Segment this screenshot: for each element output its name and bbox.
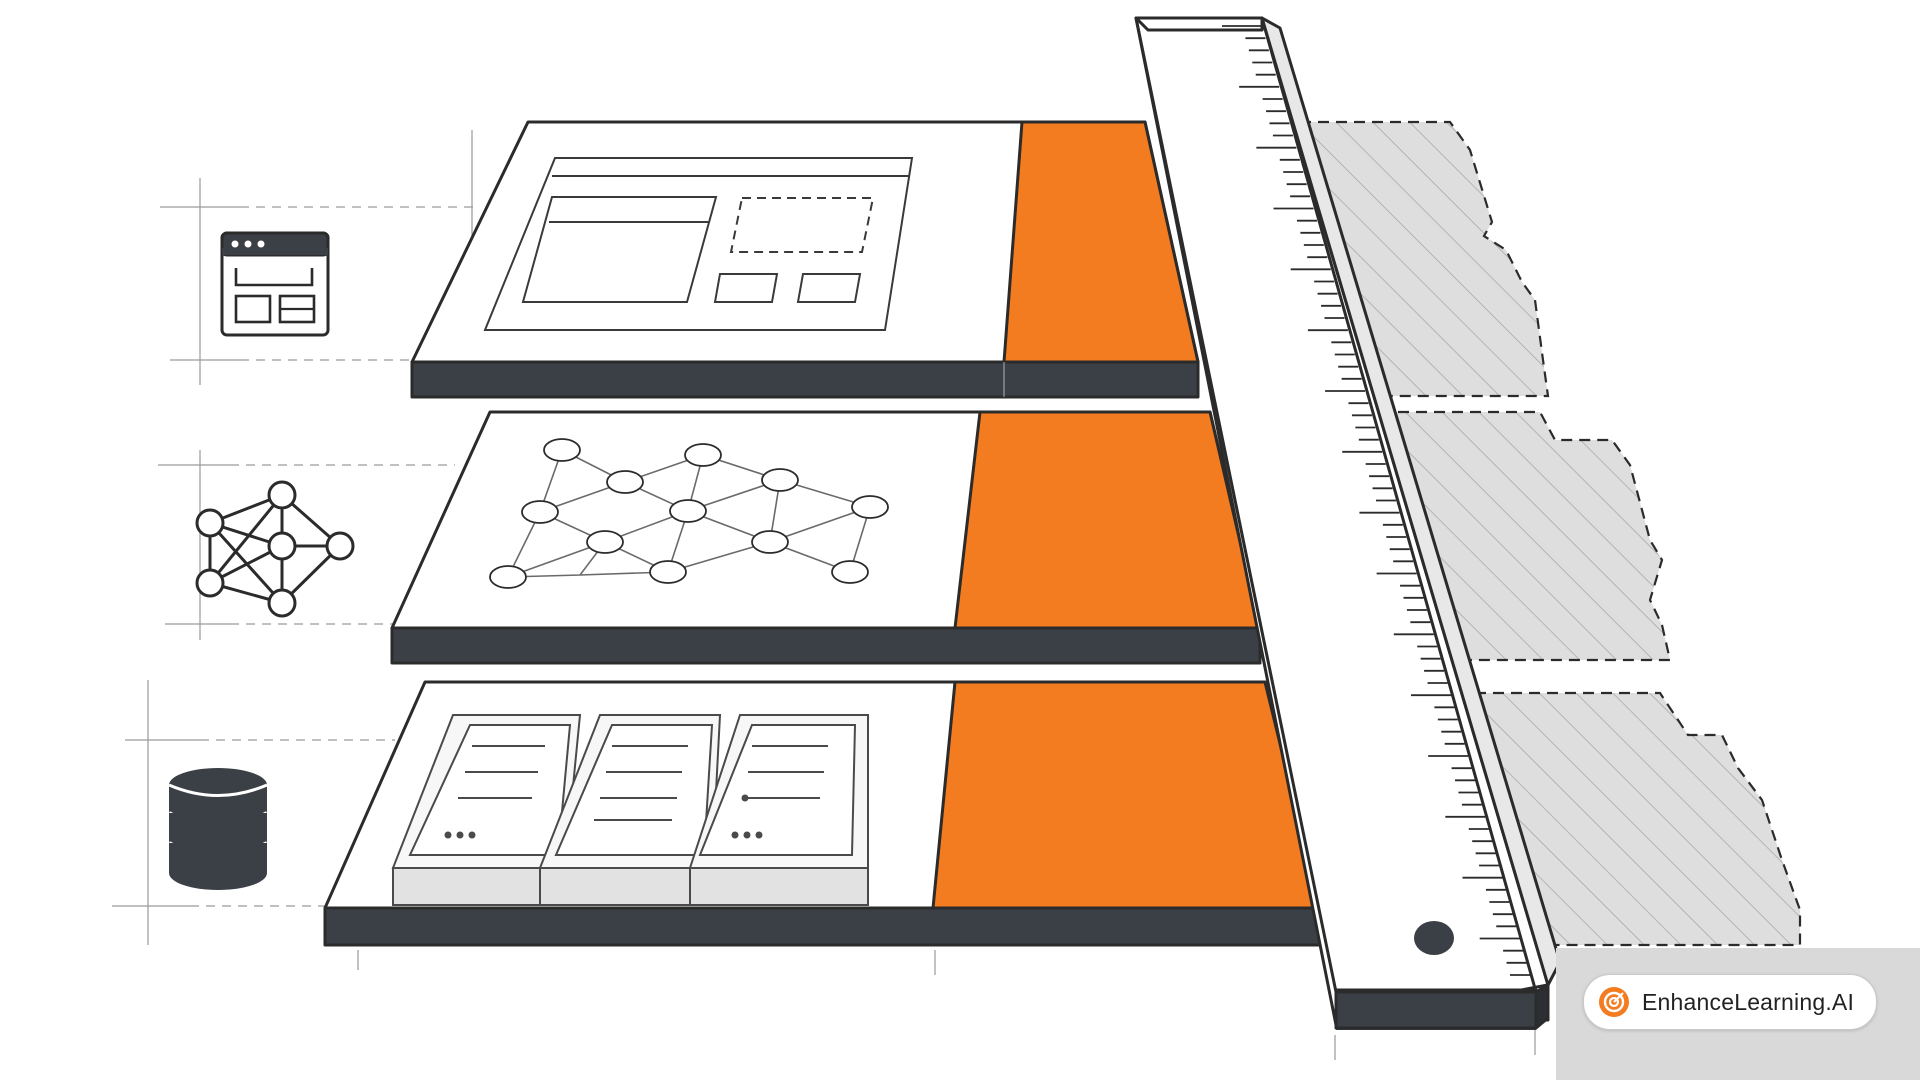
network-graph-icon [195,480,355,618]
interface-layer-slab [410,120,1200,399]
ruler-ticks [1222,25,1530,976]
server-rack-illustration [391,714,869,906]
browser-wireframe-illustration [483,157,914,331]
neural-network-illustration [489,438,889,589]
brand-name: EnhanceLearning.AI [1642,988,1855,1015]
projected-shadow-slabs [1298,120,1802,947]
brand-badge[interactable]: EnhanceLearning.AI [1583,974,1878,1030]
network-layer-slab [390,410,1262,665]
browser-window-icon [220,231,330,337]
ruler-icon [1134,16,1562,1030]
database-icon [168,768,268,890]
server-unit [688,714,869,906]
target-logo-icon [1598,986,1630,1018]
